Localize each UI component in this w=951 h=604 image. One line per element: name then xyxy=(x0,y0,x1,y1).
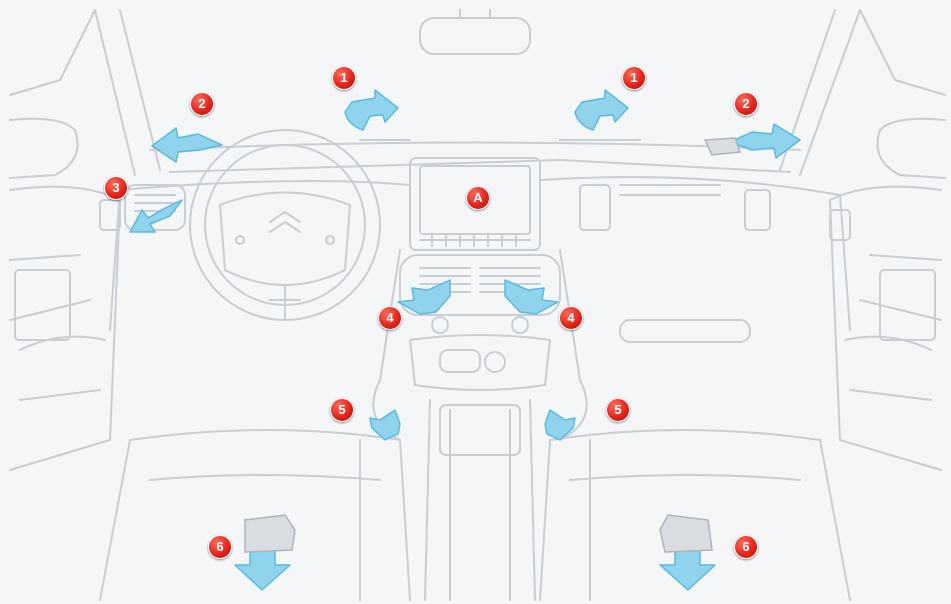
badge-1-right-windscreen: 1 xyxy=(622,66,646,90)
airflow-arrow-3 xyxy=(129,199,183,233)
badge-5-right-footwell: 5 xyxy=(606,398,630,422)
seat-right xyxy=(539,429,851,601)
dashboard-body xyxy=(119,176,841,196)
badge-4-left-center-vent: 4 xyxy=(378,306,402,330)
dashboard-top xyxy=(149,141,801,151)
steering-wheel-hub xyxy=(219,191,351,286)
top-right-vent-flap xyxy=(703,137,742,156)
badge-6-right-rear: 6 xyxy=(734,535,758,559)
badge-5-left-footwell: 5 xyxy=(330,398,354,422)
airflow-arrow-5-right xyxy=(544,409,576,441)
airflow-arrows xyxy=(129,89,801,591)
center-vents-frame xyxy=(399,254,561,316)
airflow-arrow-4-right xyxy=(504,279,559,315)
door-right xyxy=(829,185,942,471)
seat-left xyxy=(99,429,411,601)
rear-view-mirror xyxy=(419,17,531,55)
airflow-arrow-2-right xyxy=(729,123,801,159)
side-mirror-left xyxy=(9,117,79,179)
airflow-arrow-1-left xyxy=(344,89,399,131)
badge-a-screen: A xyxy=(466,186,490,210)
infotainment-screen xyxy=(409,157,541,251)
a-pillar-right xyxy=(859,9,946,96)
left-side-vent xyxy=(124,184,186,231)
airflow-arrow-2-left xyxy=(151,127,223,163)
center-console xyxy=(409,334,551,391)
badge-2-right-side-window: 2 xyxy=(734,92,758,116)
windshield-frame xyxy=(94,9,861,176)
side-mirror-right xyxy=(876,117,946,179)
door-left xyxy=(9,185,121,471)
a-pillar-left xyxy=(9,9,96,96)
airflow-arrow-4-left xyxy=(397,279,451,315)
airflow-arrow-5-left xyxy=(369,409,401,441)
floor-outlet-left xyxy=(244,514,296,553)
airflow-arrow-1-right xyxy=(574,89,629,131)
badge-2-left-side-window: 2 xyxy=(190,92,214,116)
badge-4-right-center-vent: 4 xyxy=(559,306,583,330)
badge-1-left-windscreen: 1 xyxy=(332,66,356,90)
gear-armrest xyxy=(439,404,521,456)
badge-6-left-rear: 6 xyxy=(208,535,232,559)
floor-outlet-right xyxy=(659,514,713,553)
glovebox-handle xyxy=(619,319,751,343)
badge-3-side-vent: 3 xyxy=(104,176,128,200)
